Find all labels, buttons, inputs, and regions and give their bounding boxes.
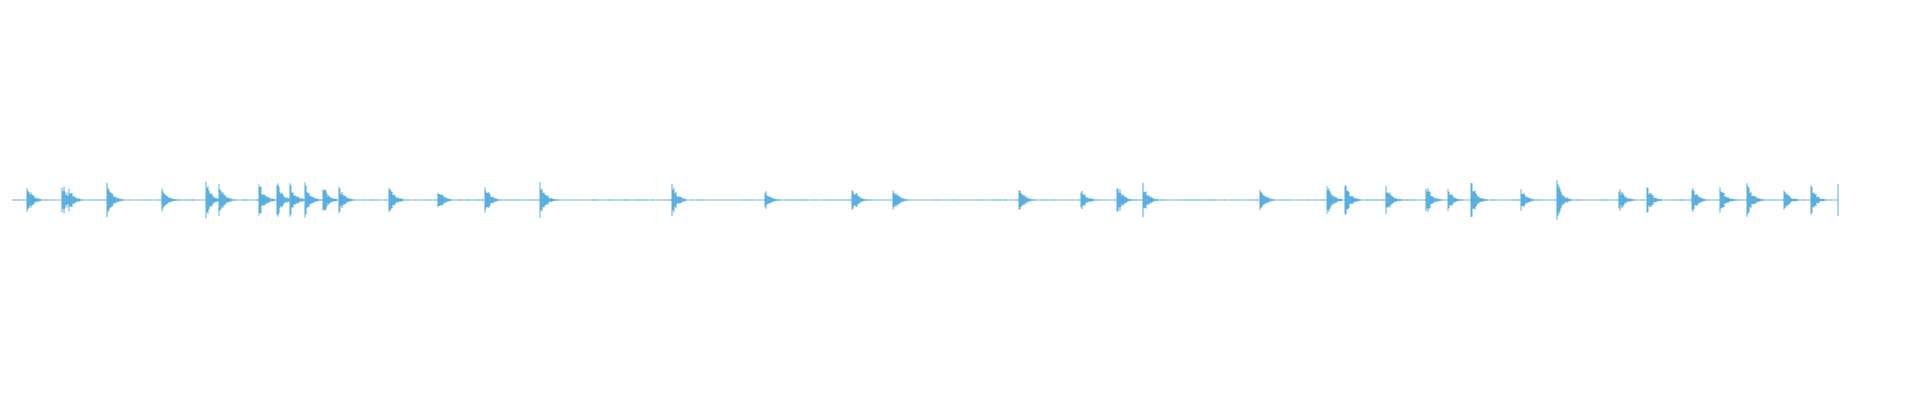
waveform-trace: [11, 180, 1839, 220]
waveform-path: [11, 180, 1839, 220]
